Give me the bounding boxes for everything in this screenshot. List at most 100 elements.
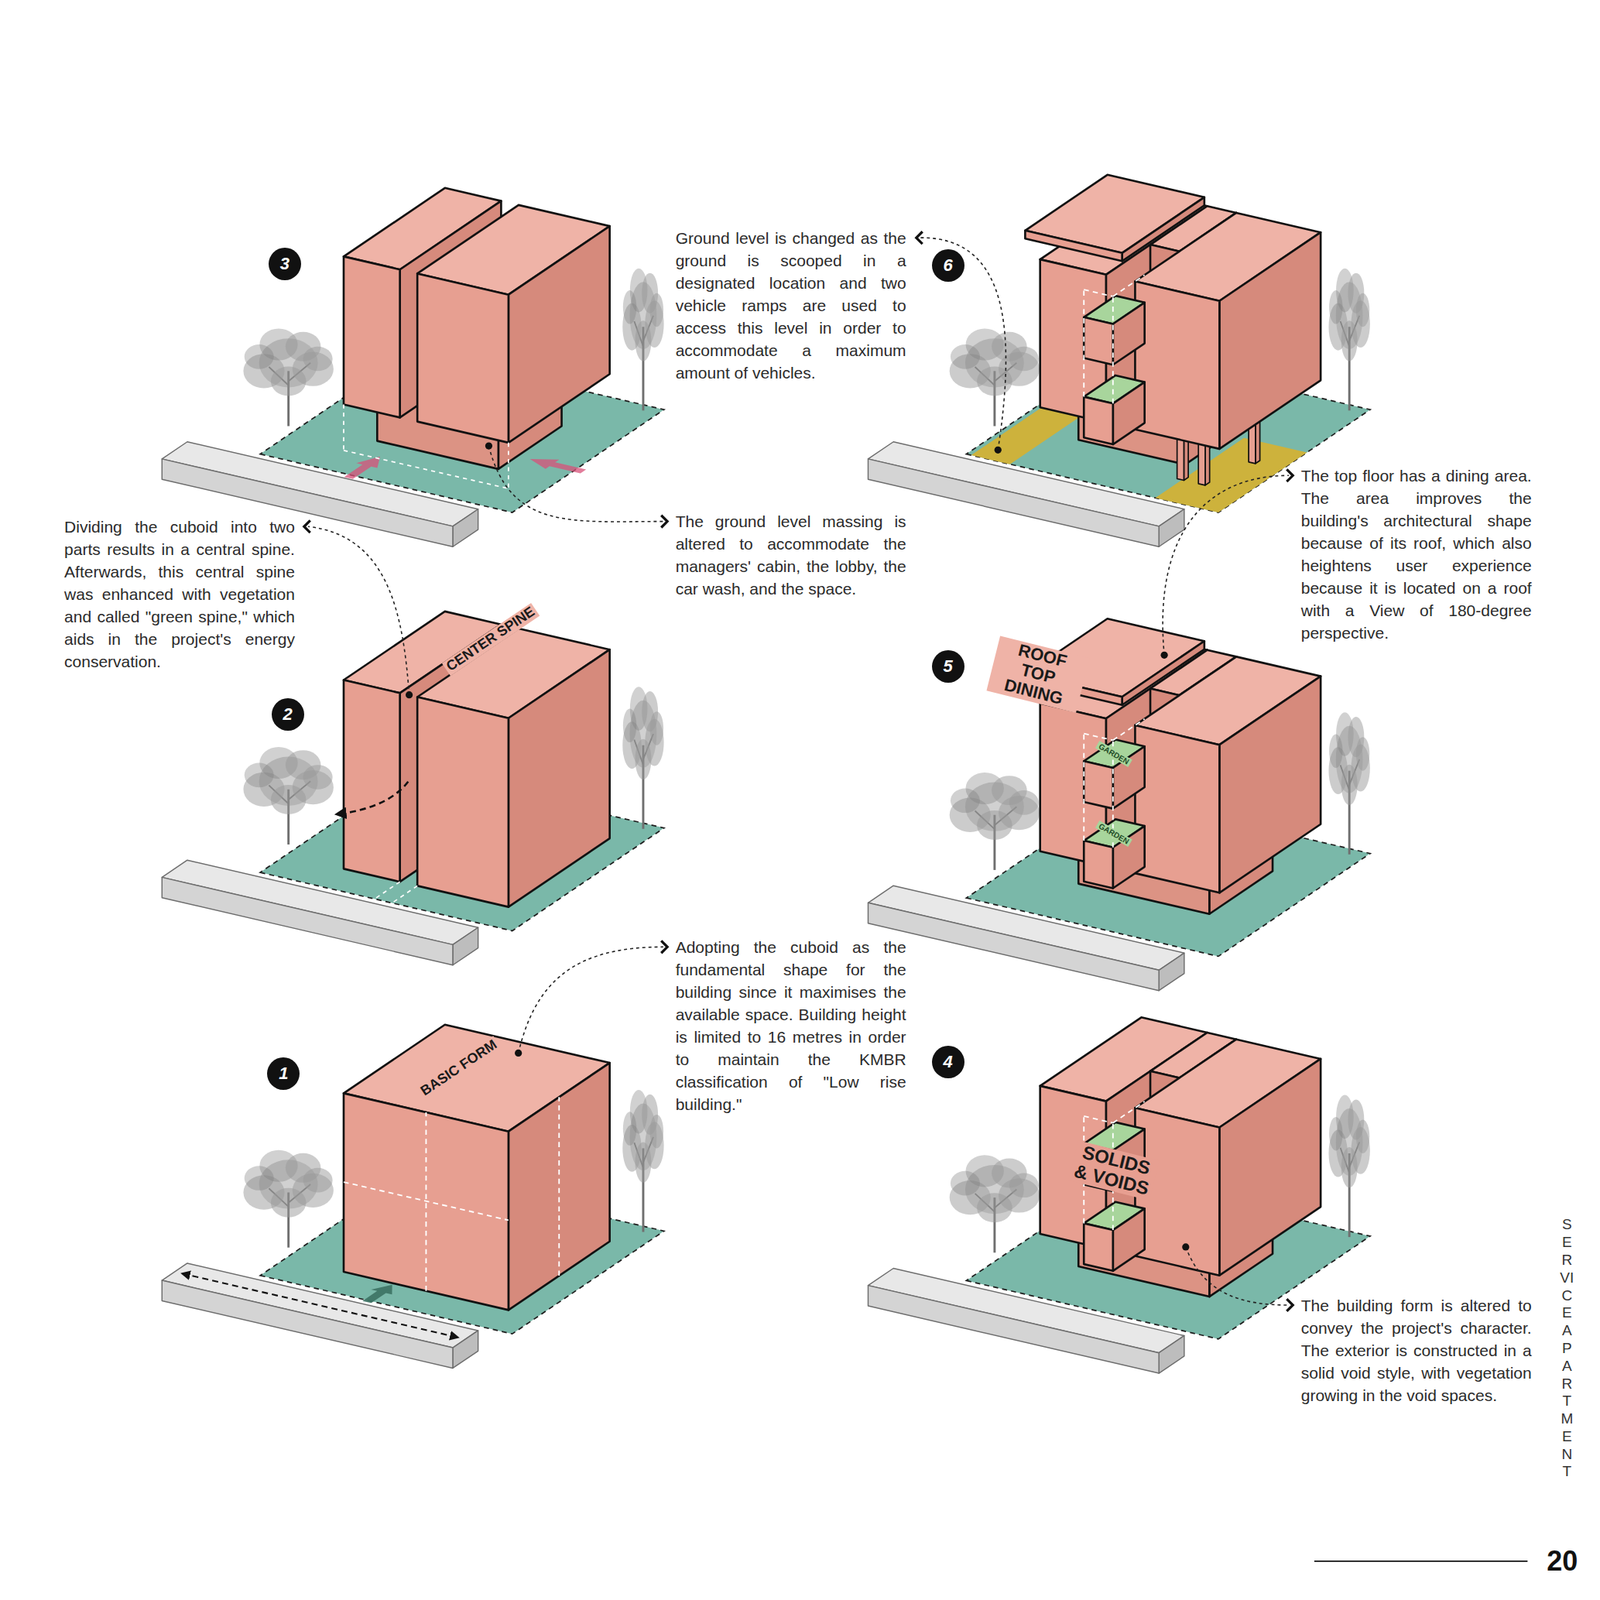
leader-line xyxy=(308,526,410,696)
step-number: 2 xyxy=(271,698,305,731)
road-slab xyxy=(1158,952,1185,991)
dashed-guide xyxy=(388,885,418,905)
tree-canopy xyxy=(1356,1120,1370,1155)
step-number: 3 xyxy=(268,247,302,281)
tree-canopy xyxy=(950,344,980,370)
airflow-arrow xyxy=(336,781,408,815)
sheet-title: SERVICE APARTMENT xyxy=(1559,1216,1575,1481)
step-number: 6 xyxy=(931,249,965,282)
tree-canopy xyxy=(1341,764,1358,806)
dashed-guide xyxy=(1082,733,1085,841)
building-face xyxy=(1219,1058,1321,1276)
dashed-guide xyxy=(343,1182,509,1220)
step-number: 4 xyxy=(931,1045,965,1079)
dashed-guide xyxy=(507,442,510,489)
roof-slab xyxy=(1122,640,1205,706)
step-number-text: 1 xyxy=(278,1065,288,1083)
annotation-text: Adopting the cuboid as the fundamental s… xyxy=(675,935,907,1116)
tree-canopy xyxy=(1329,290,1343,325)
tree-canopy xyxy=(976,810,1013,840)
road-slab xyxy=(1158,509,1185,548)
leader-dot xyxy=(994,446,1002,454)
tree-canopy xyxy=(270,366,307,397)
building-face xyxy=(417,273,509,442)
dashed-guide xyxy=(1113,1101,1145,1124)
road-axis-arrow xyxy=(182,1273,459,1337)
leader-line xyxy=(488,445,663,522)
garden-pod xyxy=(1083,760,1114,809)
tree-canopy xyxy=(976,1192,1013,1223)
dashed-guide xyxy=(1083,733,1114,741)
tree-canopy xyxy=(635,320,652,361)
tree-canopy xyxy=(244,763,275,789)
rule-line xyxy=(1314,1560,1529,1563)
leader-chevron xyxy=(661,515,668,528)
tree-canopy xyxy=(244,344,275,370)
garden-pod xyxy=(1083,397,1114,445)
road-slab xyxy=(452,1330,479,1369)
tree-canopy xyxy=(650,711,664,746)
tree-canopy xyxy=(635,739,652,780)
step-number: 1 xyxy=(267,1057,300,1090)
step-number-text: 4 xyxy=(943,1053,953,1071)
dashed-guide xyxy=(1113,274,1145,297)
building-face xyxy=(508,649,610,907)
page-number: 20 xyxy=(1546,1545,1578,1578)
tree-canopy xyxy=(244,1165,275,1191)
building-face xyxy=(1198,442,1206,486)
building-face xyxy=(1219,676,1321,894)
massing-sketches xyxy=(161,174,1371,1374)
garden-label: GARDEN xyxy=(1095,740,1133,768)
building-face xyxy=(508,1062,610,1310)
garden-pod xyxy=(1113,1208,1145,1271)
tree-canopy xyxy=(623,290,637,325)
tree-canopy xyxy=(1329,1116,1343,1152)
tree-canopy xyxy=(1009,1172,1039,1198)
direction-arrow xyxy=(344,456,381,480)
dashed-guide xyxy=(1082,289,1085,397)
leader-chevron xyxy=(661,940,668,953)
building-face xyxy=(1134,725,1220,893)
leader-dot xyxy=(1182,1243,1189,1251)
tree-canopy xyxy=(950,1171,980,1196)
direction-arrow xyxy=(362,1284,392,1303)
road-slab xyxy=(452,927,479,966)
leader-chevron xyxy=(304,520,311,533)
road-slab xyxy=(867,902,1159,991)
building-face xyxy=(1134,281,1220,449)
road-slab xyxy=(1158,1336,1185,1374)
roof-slab xyxy=(1122,197,1205,262)
tree-canopy xyxy=(950,788,980,813)
dashed-guide xyxy=(343,450,509,489)
leader-line xyxy=(1185,1247,1289,1306)
tree-canopy xyxy=(270,1188,307,1218)
tree-canopy xyxy=(650,1114,664,1149)
road-slab xyxy=(452,509,479,548)
tree-canopy xyxy=(303,1168,333,1193)
leader-line xyxy=(920,237,1006,450)
dashed-guide xyxy=(1113,719,1145,741)
garden-pod xyxy=(1113,302,1145,365)
annotation-text: The ground level massing is altered to a… xyxy=(675,510,907,600)
leader-dot xyxy=(485,441,493,449)
tree-canopy xyxy=(1356,736,1370,771)
tree-canopy xyxy=(623,1111,637,1146)
garden-pod xyxy=(1113,382,1145,445)
road-slab xyxy=(161,1280,453,1368)
leader-dot xyxy=(1160,651,1168,659)
dashed-guide xyxy=(1083,1116,1114,1124)
leader-line xyxy=(518,946,664,1053)
leader-line xyxy=(1162,475,1289,655)
tree-canopy xyxy=(1341,1147,1358,1188)
form-label: BASIC FORM xyxy=(415,1035,502,1101)
annotation-text: Ground level is changed as the ground is… xyxy=(675,226,907,384)
building-face xyxy=(1205,441,1210,486)
leader-chevron xyxy=(1286,1298,1293,1312)
step-number: 5 xyxy=(931,650,965,683)
leader-chevron xyxy=(916,231,923,244)
form-label: CENTER SPINE xyxy=(441,602,540,676)
tree-canopy xyxy=(976,366,1013,397)
tree-canopy xyxy=(1356,293,1370,328)
building-face xyxy=(508,226,610,443)
building-face xyxy=(1219,232,1321,449)
